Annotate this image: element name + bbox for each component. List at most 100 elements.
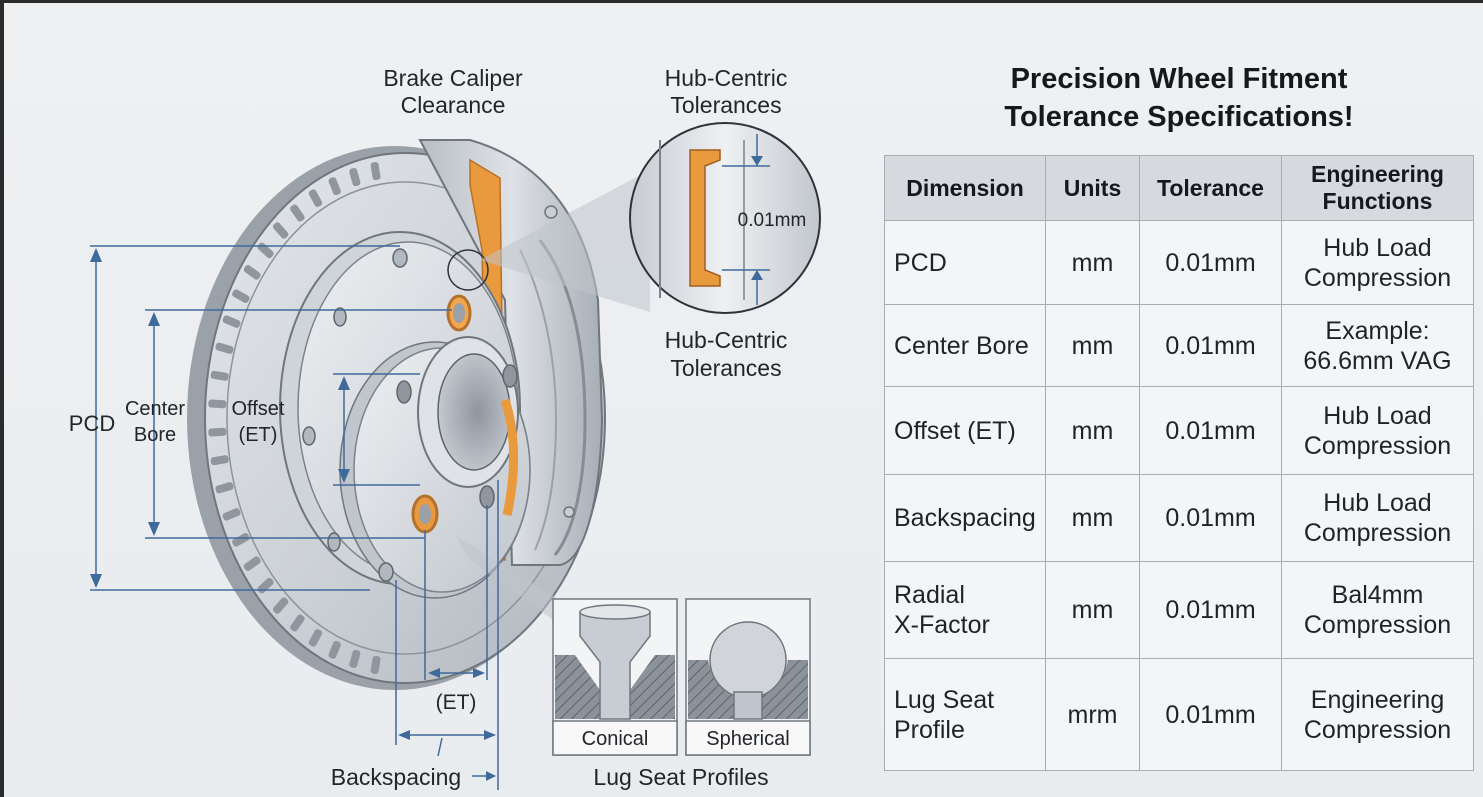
cell-units: mm bbox=[1045, 220, 1140, 305]
cell-function-text: Hub Load bbox=[1323, 233, 1432, 262]
cell-dimension: Backspacing bbox=[884, 474, 1046, 562]
cell-dimension-text: X-Factor bbox=[894, 611, 990, 639]
cell-dimension: Offset (ET) bbox=[884, 386, 1046, 475]
left-border bbox=[0, 0, 4, 797]
rotor-vent-slot bbox=[232, 289, 250, 303]
center-bore-label-1: Center bbox=[125, 398, 185, 420]
rotor-vent-slot bbox=[349, 168, 361, 187]
spec-title-line-2: Tolerance Specifications! bbox=[1004, 101, 1354, 133]
cell-function-text: Compression bbox=[1303, 611, 1452, 639]
hub-centric-top-label-1: Hub-Centric bbox=[665, 65, 788, 91]
cell-units-text: mm bbox=[1071, 416, 1114, 445]
cell-dimension: Center Bore bbox=[884, 304, 1046, 387]
cell-units: mm bbox=[1045, 561, 1140, 659]
rotor-vent-slot bbox=[215, 342, 234, 354]
spec-title-line-1: Precision Wheel Fitment bbox=[1010, 63, 1348, 95]
spherical-label: Spherical bbox=[706, 728, 789, 750]
detail-cone bbox=[480, 170, 650, 312]
rotor-vent-slot bbox=[243, 556, 261, 571]
rotor-vent-slot bbox=[308, 629, 323, 647]
spec-title: Precision Wheel Fitment Tolerance Specif… bbox=[884, 60, 1474, 136]
cell-tolerance-text: 0.01mm bbox=[1165, 331, 1256, 360]
col-tolerance: Tolerance bbox=[1139, 155, 1282, 221]
cell-function-text: Hub Load bbox=[1323, 489, 1432, 517]
rotor-vent-slot bbox=[290, 204, 305, 222]
rotor-vent-slot bbox=[232, 533, 250, 547]
cell-units-text: mm bbox=[1071, 248, 1114, 277]
lug-seat-cone bbox=[455, 535, 560, 625]
offset-label-2: (ET) bbox=[239, 424, 278, 446]
cell-function: Example:66.6mm VAG bbox=[1281, 304, 1474, 387]
rotor-vent-slot bbox=[210, 455, 229, 466]
cell-function-text: Compression bbox=[1303, 519, 1452, 547]
center-bore-label-2: Bore bbox=[134, 424, 176, 446]
top-border bbox=[0, 0, 1483, 3]
cell-units: mm bbox=[1045, 304, 1140, 387]
cell-function-text: 66.6mm VAG bbox=[1303, 346, 1452, 375]
cell-dimension-text: Center Bore bbox=[894, 331, 1029, 360]
rotor-vent-slot bbox=[370, 161, 381, 181]
col-functions-label-2: Functions bbox=[1322, 188, 1433, 214]
dimension-lines bbox=[90, 245, 499, 790]
diagram-labels: Brake Caliper Clearance Hub-Centric Tole… bbox=[69, 65, 807, 790]
cell-units-text: mm bbox=[1071, 596, 1114, 624]
col-engineering-functions: Engineering Functions bbox=[1281, 155, 1474, 221]
brake-caliper-label-1: Brake Caliper bbox=[383, 65, 523, 91]
hub-centric-bottom-label-1: Hub-Centric bbox=[665, 327, 788, 353]
hub-centric-detail bbox=[629, 122, 821, 314]
rotor-vent-slot bbox=[210, 370, 229, 381]
cell-units-text: mrm bbox=[1067, 700, 1118, 729]
cell-tolerance-text: 0.01mm bbox=[1165, 596, 1256, 624]
cell-tolerance-text: 0.01mm bbox=[1165, 248, 1256, 277]
cell-dimension-text: Offset (ET) bbox=[894, 416, 1016, 445]
lug-seat-profiles bbox=[552, 598, 811, 756]
detail-tolerance-label: 0.01mm bbox=[738, 210, 807, 231]
cell-units: mm bbox=[1045, 386, 1140, 475]
rotor-vent-slot bbox=[222, 315, 241, 328]
brake-caliper-label-2: Clearance bbox=[401, 92, 506, 118]
cell-dimension-text: PCD bbox=[894, 248, 947, 277]
conical-label: Conical bbox=[582, 728, 649, 750]
rotor-vent-slot bbox=[215, 482, 234, 494]
rotor-vent-slot bbox=[243, 265, 261, 280]
cell-dimension-text: Profile bbox=[894, 715, 965, 744]
rotor-vent-slot bbox=[290, 614, 305, 632]
cell-dimension: PCD bbox=[884, 220, 1046, 305]
rotor-vent-slot bbox=[328, 640, 341, 659]
rotor-vent-slot bbox=[208, 427, 227, 437]
rotor-vent-slot bbox=[328, 177, 341, 196]
cell-tolerance: 0.01mm bbox=[1139, 386, 1282, 475]
cell-tolerance: 0.01mm bbox=[1139, 658, 1282, 771]
col-functions-label-1: Engineering bbox=[1311, 161, 1444, 187]
spec-table-header: Dimension Units Tolerance Engineering Fu… bbox=[884, 155, 1474, 221]
cell-tolerance: 0.01mm bbox=[1139, 561, 1282, 659]
rotor-vent-slot bbox=[272, 597, 289, 614]
cell-dimension-text: Backspacing bbox=[894, 504, 1036, 532]
cell-units-text: mm bbox=[1071, 331, 1114, 360]
wheel-hub bbox=[279, 231, 531, 599]
spec-table: Dimension Units Tolerance Engineering Fu… bbox=[884, 155, 1474, 771]
cell-tolerance-text: 0.01mm bbox=[1165, 700, 1256, 729]
header-row: Dimension Units Tolerance Engineering Fu… bbox=[884, 155, 1474, 221]
table-row: Center Bore mm 0.01mm Example:66.6mm VAG bbox=[884, 304, 1474, 387]
spherical-lug-icon bbox=[709, 621, 787, 699]
col-tolerance-label: Tolerance bbox=[1157, 174, 1264, 201]
col-dimension-label: Dimension bbox=[906, 174, 1024, 201]
cell-function-text: Engineering bbox=[1310, 685, 1445, 714]
hub-detail-marker bbox=[447, 249, 489, 291]
backspacing-label: Backspacing bbox=[331, 764, 461, 790]
col-dimension: Dimension bbox=[884, 155, 1046, 221]
cell-units-text: mm bbox=[1071, 504, 1114, 532]
cell-tolerance: 0.01mm bbox=[1139, 304, 1282, 387]
